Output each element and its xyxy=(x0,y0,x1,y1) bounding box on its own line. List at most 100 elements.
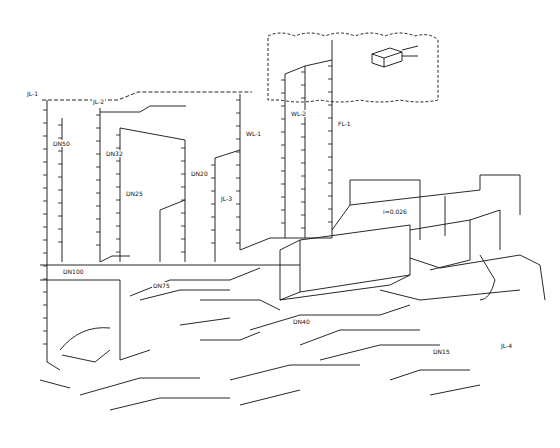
fitting-tick xyxy=(211,178,215,179)
pipe-label: FL-1 xyxy=(337,120,352,127)
fitting-tick xyxy=(116,252,120,253)
fitting-tick xyxy=(181,148,185,149)
fitting-tick xyxy=(301,202,305,203)
fitting-tick xyxy=(281,158,285,159)
pipe-label: JL-1 xyxy=(26,90,39,97)
pipe-label: DN25 xyxy=(125,190,144,197)
pipe-label: DN40 xyxy=(292,318,311,325)
fitting-tick xyxy=(58,216,62,217)
fitting-tick xyxy=(301,124,305,125)
fitting-tick xyxy=(181,161,185,162)
fitting-tick xyxy=(328,92,332,93)
fitting-tick xyxy=(236,204,240,205)
fitting-tick xyxy=(328,118,332,119)
fitting-tick xyxy=(96,193,100,194)
fitting-tick xyxy=(328,131,332,132)
fitting-tick xyxy=(58,203,62,204)
fitting-tick xyxy=(236,100,240,101)
fitting-tick xyxy=(43,240,47,241)
fitting-tick xyxy=(58,138,62,139)
fitting-tick xyxy=(328,209,332,210)
fitting-tick xyxy=(43,279,47,280)
fitting-tick xyxy=(328,79,332,80)
fitting-tick xyxy=(281,119,285,120)
fitting-tick xyxy=(301,189,305,190)
pipe-label: DN100 xyxy=(62,268,85,275)
fitting-tick xyxy=(58,190,62,191)
fitting-tick xyxy=(301,150,305,151)
fitting-tick xyxy=(281,93,285,94)
fitting-tick xyxy=(116,213,120,214)
fitting-tick xyxy=(236,165,240,166)
fitting-tick xyxy=(328,66,332,67)
fitting-tick xyxy=(236,243,240,244)
fitting-tick xyxy=(181,174,185,175)
fitting-tick xyxy=(328,144,332,145)
pipe-label: JL-4 xyxy=(500,342,513,349)
pipe-label: DN15 xyxy=(432,348,451,355)
fitting-tick xyxy=(96,245,100,246)
pipe-label: WL-1 xyxy=(245,130,262,137)
fitting-ticks xyxy=(43,66,332,344)
pipe-label: DN32 xyxy=(105,150,124,157)
fitting-tick xyxy=(211,217,215,218)
fitting-tick xyxy=(181,213,185,214)
fitting-tick xyxy=(43,149,47,150)
pipe-label: JL-2 xyxy=(92,98,105,105)
fitting-tick xyxy=(96,128,100,129)
fitting-tick xyxy=(58,242,62,243)
fitting-tick xyxy=(301,137,305,138)
fitting-tick xyxy=(301,72,305,73)
fitting-tick xyxy=(58,151,62,152)
fitting-tick xyxy=(43,175,47,176)
fitting-tick xyxy=(211,165,215,166)
pipe-label: i=0.026 xyxy=(382,208,408,215)
fitting-tick xyxy=(96,115,100,116)
fitting-tick xyxy=(43,331,47,332)
fitting-tick xyxy=(281,197,285,198)
fitting-tick xyxy=(116,161,120,162)
fitting-tick xyxy=(58,164,62,165)
fitting-tick xyxy=(301,228,305,229)
fitting-tick xyxy=(301,215,305,216)
fitting-tick xyxy=(43,253,47,254)
fitting-tick xyxy=(281,132,285,133)
fitting-tick xyxy=(116,226,120,227)
fitting-tick xyxy=(211,191,215,192)
fitting-tick xyxy=(236,139,240,140)
pipe-label: DN50 xyxy=(52,140,71,147)
fitting-tick xyxy=(116,187,120,188)
fitting-tick xyxy=(236,230,240,231)
fitting-tick xyxy=(58,229,62,230)
fitting-tick xyxy=(43,110,47,111)
fitting-tick xyxy=(211,230,215,231)
fitting-tick xyxy=(281,80,285,81)
fitting-tick xyxy=(328,170,332,171)
fitting-tick xyxy=(96,141,100,142)
fitting-tick xyxy=(116,174,120,175)
fitting-tick xyxy=(181,239,185,240)
pipe-runs xyxy=(40,33,545,410)
pipe-label: DN20 xyxy=(190,170,209,177)
fitting-tick xyxy=(43,188,47,189)
fitting-tick xyxy=(181,226,185,227)
fitting-tick xyxy=(43,344,47,345)
fitting-tick xyxy=(236,152,240,153)
fitting-tick xyxy=(96,232,100,233)
fitting-tick xyxy=(43,305,47,306)
fitting-tick xyxy=(181,200,185,201)
pipe-label: JL-3 xyxy=(220,195,233,202)
fitting-tick xyxy=(301,163,305,164)
fitting-tick xyxy=(96,219,100,220)
fitting-tick xyxy=(281,171,285,172)
fitting-tick xyxy=(43,214,47,215)
fitting-tick xyxy=(211,243,215,244)
fitting-tick xyxy=(301,98,305,99)
fitting-tick xyxy=(236,178,240,179)
fitting-tick xyxy=(211,204,215,205)
fitting-tick xyxy=(281,184,285,185)
fitting-tick xyxy=(116,148,120,149)
fitting-tick xyxy=(236,113,240,114)
fitting-tick xyxy=(96,167,100,168)
fitting-tick xyxy=(236,191,240,192)
